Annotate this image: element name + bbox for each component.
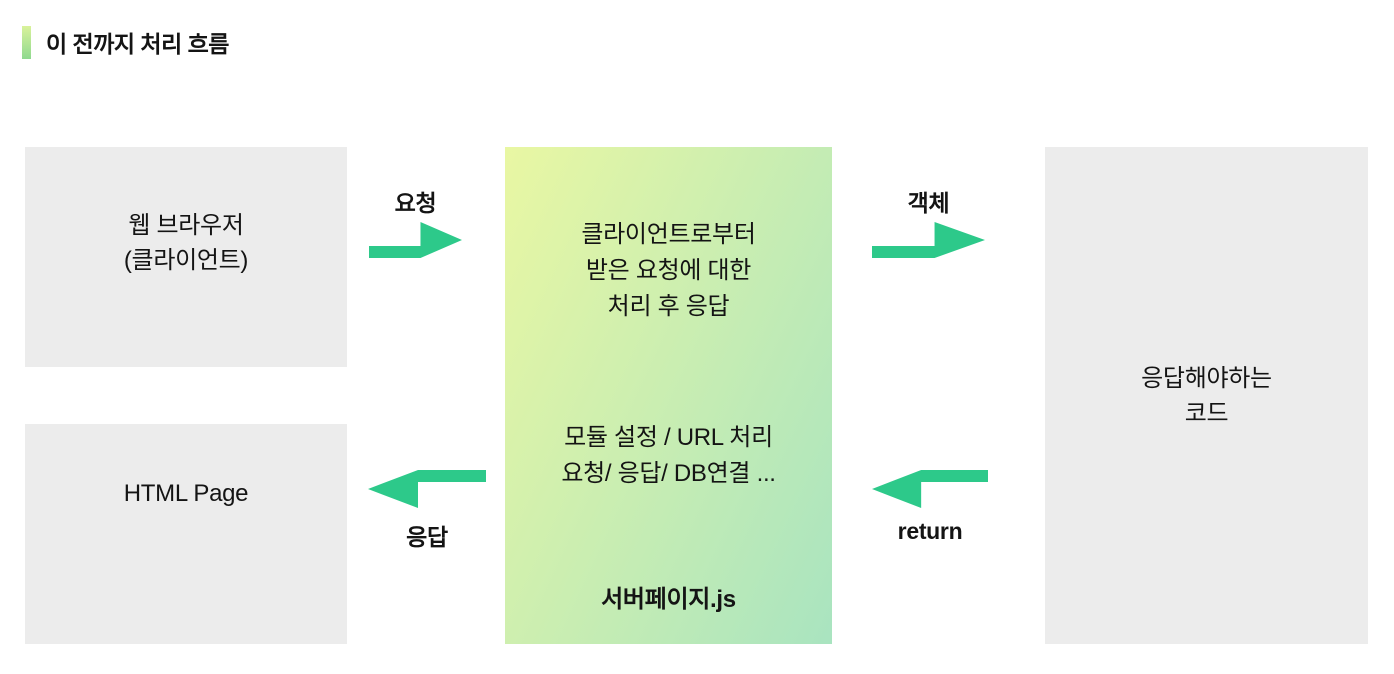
node-response-code-line-2: 코드 [1184, 399, 1229, 427]
server-description-block: 클라이언트로부터 받은 요청에 대한 처리 후 응답 [505, 217, 832, 325]
server-tasks-block: 모듈 설정 / URL 처리 요청/ 응답/ DB연결 ... [505, 420, 832, 492]
node-html-page: HTML Page [25, 424, 347, 644]
arrow-return-left-icon [872, 470, 988, 508]
node-response-code: 응답해야하는 코드 [1045, 147, 1368, 644]
node-web-browser-label: 웹 브라우저 (클라이언트) [123, 208, 249, 278]
page-title: 이 전까지 처리 흐름 [46, 31, 229, 57]
arrow-return-label: return [897, 518, 963, 544]
server-description-line-2: 받은 요청에 대한 [585, 257, 752, 284]
arrow-response-label: 응답 [406, 524, 448, 550]
arrow-request-label: 요청 [394, 190, 437, 216]
node-web-browser: 웹 브라우저 (클라이언트) [25, 147, 347, 367]
arrow-request-right-icon [369, 222, 462, 258]
node-web-browser-line-2: (클라이언트) [123, 247, 249, 274]
arrow-object-right-icon [872, 222, 985, 258]
server-tasks-line-2: 요청/ 응답/ DB연결 ... [561, 460, 776, 487]
arrow-object-label: 객체 [907, 190, 950, 216]
node-server-page-content: 클라이언트로부터 받은 요청에 대한 처리 후 응답 모듈 설정 / URL 처… [505, 147, 832, 644]
node-server-page: 클라이언트로부터 받은 요청에 대한 처리 후 응답 모듈 설정 / URL 처… [505, 147, 832, 644]
title-row: 이 전까지 처리 흐름 [22, 25, 229, 59]
node-response-code-label: 응답해야하는 코드 [1141, 361, 1272, 431]
title-accent-bar [22, 25, 31, 59]
node-html-page-label: HTML Page [123, 480, 249, 507]
node-web-browser-line-1: 웹 브라우저 [128, 212, 244, 239]
server-description-line-3: 처리 후 응답 [607, 293, 730, 320]
server-filename-label: 서버페이지.js [601, 586, 736, 613]
server-tasks-line-1: 모듈 설정 / URL 처리 [564, 424, 773, 451]
server-description-line-1: 클라이언트로부터 [581, 221, 756, 248]
node-response-code-line-1: 응답해야하는 [1141, 364, 1272, 392]
arrow-response-left-icon [368, 470, 486, 508]
